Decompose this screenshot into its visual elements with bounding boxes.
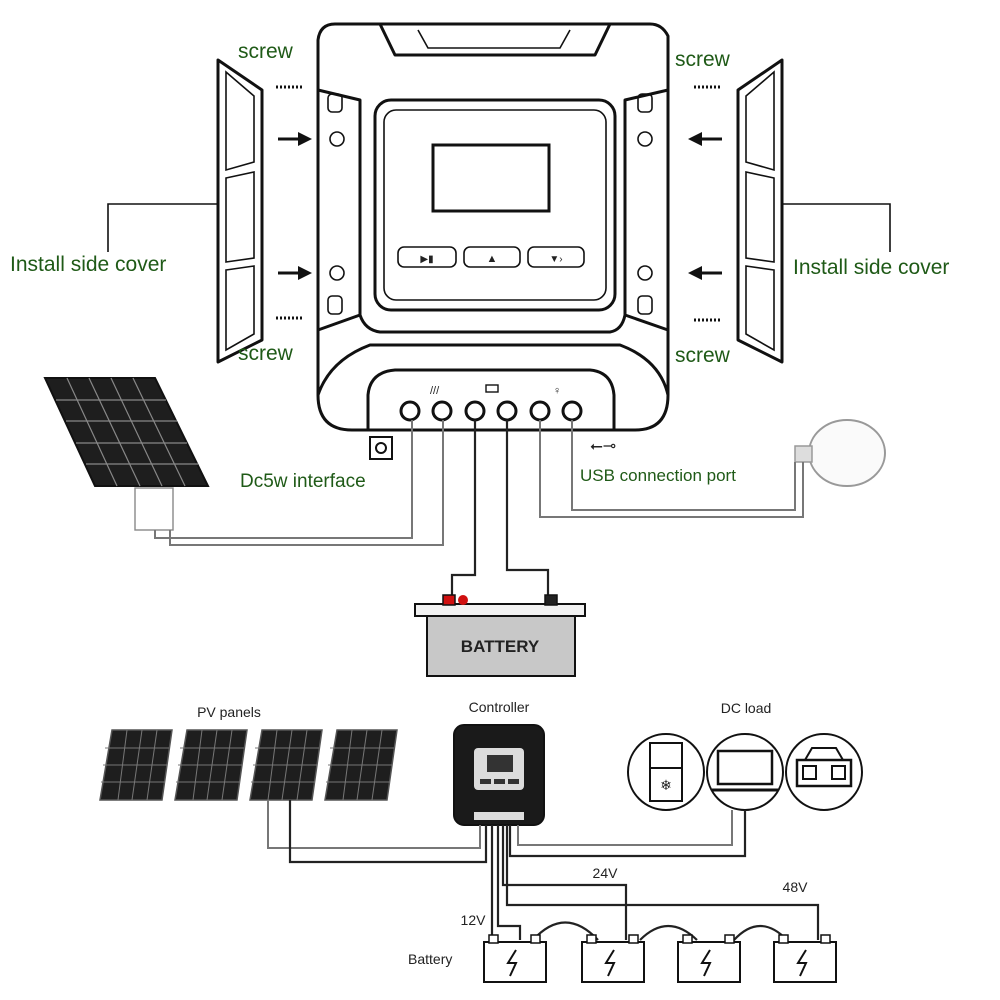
- screw-label-bottom-right: screw: [675, 344, 731, 367]
- battery-bank-label: Battery: [408, 951, 452, 967]
- light-bulb: [794, 419, 886, 487]
- down-arrow-icon: ▼›: [549, 254, 562, 265]
- dc-load-laptop: [706, 733, 784, 811]
- screw-label-top-left: screw: [238, 40, 294, 63]
- screw-icons: [276, 85, 720, 322]
- controller-label: Controller: [469, 699, 530, 715]
- up-arrow-icon: ▲: [487, 253, 498, 265]
- pv-panel-1: [99, 729, 173, 801]
- install-side-cover-left-label: Install side cover: [10, 253, 166, 276]
- dc5v-port: [369, 436, 393, 460]
- bottom-wiring: [267, 800, 820, 941]
- solar-terminal-icon: ///: [430, 385, 440, 397]
- usb-connection-port-label: USB connection port: [580, 466, 736, 485]
- screw-label-bottom-left: screw: [238, 342, 294, 365]
- dc-load-radio: [785, 733, 863, 811]
- terminal-row: [399, 400, 583, 422]
- top-wiring: [154, 420, 804, 600]
- svg-text:❄: ❄: [660, 777, 672, 793]
- pv-panels-label: PV panels: [197, 704, 261, 720]
- battery-label: BATTERY: [461, 637, 540, 656]
- menu-button-icon: ▶︎▮: [420, 254, 433, 265]
- pv-panel-2: [174, 729, 248, 801]
- left-side-cover: [216, 58, 264, 364]
- voltage-48v-label: 48V: [783, 879, 809, 895]
- positive-marker: [458, 595, 468, 605]
- voltage-12v-label: 12V: [461, 912, 487, 928]
- battery-positive-terminal: [442, 594, 456, 606]
- solar-panel-top: [43, 377, 210, 531]
- battery-bank: [483, 934, 837, 983]
- pv-panel-4: [324, 729, 398, 801]
- usb-icon: ⭠⊸: [590, 438, 616, 455]
- dc-load-label: DC load: [721, 700, 772, 716]
- dc-load-fridge: ❄: [627, 733, 705, 811]
- pv-panel-3: [249, 729, 323, 801]
- pv-panel-array: [99, 729, 398, 801]
- dc5w-interface-label: Dc5w interface: [240, 471, 366, 492]
- mini-controller: [453, 724, 545, 826]
- right-cover-arrows: [688, 132, 722, 280]
- screw-label-top-right: screw: [675, 48, 731, 71]
- battery-cell-3: [677, 934, 741, 983]
- down-button[interactable]: [527, 246, 585, 268]
- left-cover-arrows: [278, 132, 312, 280]
- install-side-cover-right-label: Install side cover: [793, 256, 949, 279]
- battery-negative-terminal: [544, 594, 558, 606]
- battery-cell-2: [581, 934, 645, 983]
- controller-unit: ▶︎▮ ▲ ▼› /// ♀: [316, 22, 670, 432]
- right-side-cover: [736, 58, 784, 364]
- battery-top: BATTERY: [414, 594, 586, 677]
- battery-cell-4: [773, 934, 837, 983]
- battery-terminal-icon: [485, 384, 499, 393]
- voltage-24v-label: 24V: [593, 865, 619, 881]
- up-button[interactable]: [463, 246, 521, 268]
- battery-cell-1: [483, 934, 547, 983]
- load-terminal-icon: ♀: [553, 385, 561, 397]
- lcd-screen: [431, 143, 551, 213]
- menu-button[interactable]: [397, 246, 457, 268]
